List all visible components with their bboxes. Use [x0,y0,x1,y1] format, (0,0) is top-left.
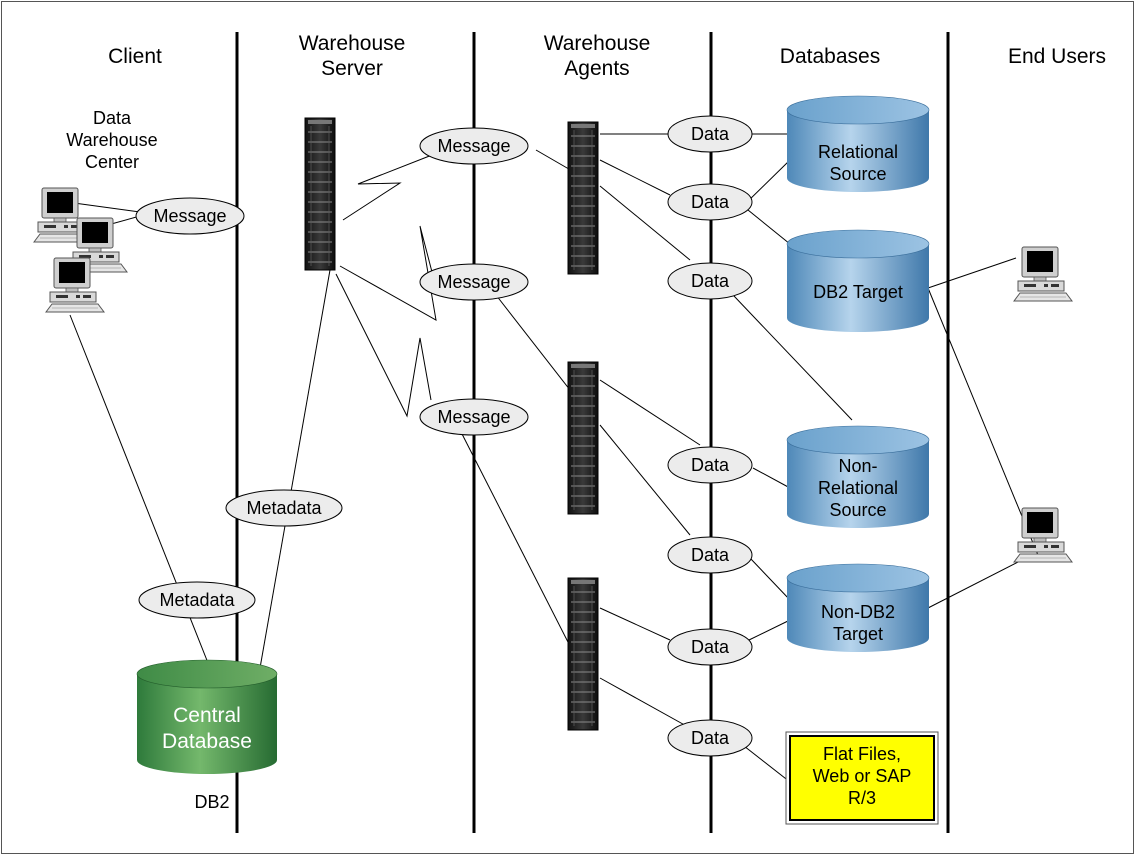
header-agents-line1: Warehouse [544,32,651,55]
non-relational-source-cylinder [786,425,930,528]
metadata-bubble-client [138,581,256,619]
client-caption-line3: Center [85,152,139,172]
data-bubble-3 [667,262,753,300]
header-client: Client [108,45,162,68]
header-server-line1: Warehouse [299,32,406,55]
non-relational-source-label-line2: Relational [818,478,898,498]
metadata-server-label: Metadata [246,498,322,518]
data-label-2: Data [691,192,730,212]
message-bubble-middle [419,263,529,301]
non-relational-source-label-line3: Source [829,500,886,520]
agent-rack-1-icon [567,121,599,275]
warehouse-server-rack-icon [304,117,336,271]
relational-source-cylinder [786,95,930,192]
message-bottom-label: Message [437,407,510,427]
flat-files-label-line3: R/3 [848,788,876,808]
client-caption-line1: Data [93,108,132,128]
metadata-client-label: Metadata [159,590,235,610]
message-top-label: Message [437,136,510,156]
db2-target-label: DB2 Target [813,282,903,302]
flat-files-box [785,731,939,825]
data-label-7: Data [691,728,730,748]
header-databases: Databases [780,45,880,68]
flat-files-label-line2: Web or SAP [813,766,912,786]
agent-rack-2-icon [567,361,599,515]
message-client-label: Message [153,206,226,226]
metadata-bubble-server [225,489,343,527]
central-database-label-line2: Database [162,730,252,753]
data-bubble-4 [667,446,753,484]
db2-target-cylinder [786,229,930,332]
non-db2-target-label-line1: Non-DB2 [821,602,895,622]
data-label-4: Data [691,455,730,475]
message-middle-label: Message [437,272,510,292]
header-end-users: End Users [1008,45,1106,68]
data-bubble-1 [667,115,753,153]
data-bubble-2 [667,183,753,221]
relational-source-label-line2: Source [829,164,886,184]
central-database-label-line1: Central [173,704,241,727]
data-label-6: Data [691,637,730,657]
central-database-cylinder [136,659,278,774]
data-bubble-6 [667,628,753,666]
data-label-5: Data [691,545,730,565]
data-bubble-5 [667,536,753,574]
header-server-line2: Server [321,57,383,80]
end-user-computer-2-icon [1013,507,1073,563]
end-user-computer-1-icon [1013,246,1073,302]
non-relational-source-label-line1: Non- [838,456,877,476]
data-bubble-7 [667,719,753,757]
relational-source-label-line1: Relational [818,142,898,162]
non-db2-target-label-line2: Target [833,624,883,644]
header-agents-line2: Agents [564,57,629,80]
agent-rack-3-icon [567,577,599,731]
data-label-3: Data [691,271,730,291]
client-caption-line2: Warehouse [66,130,157,150]
data-label-1: Data [691,124,730,144]
message-bubble-client [135,197,245,235]
flat-files-label-line1: Flat Files, [823,744,901,764]
message-bubble-bottom [419,398,529,436]
non-db2-target-cylinder [786,563,930,652]
message-bubble-top [419,127,529,165]
central-database-caption: DB2 [194,792,229,812]
